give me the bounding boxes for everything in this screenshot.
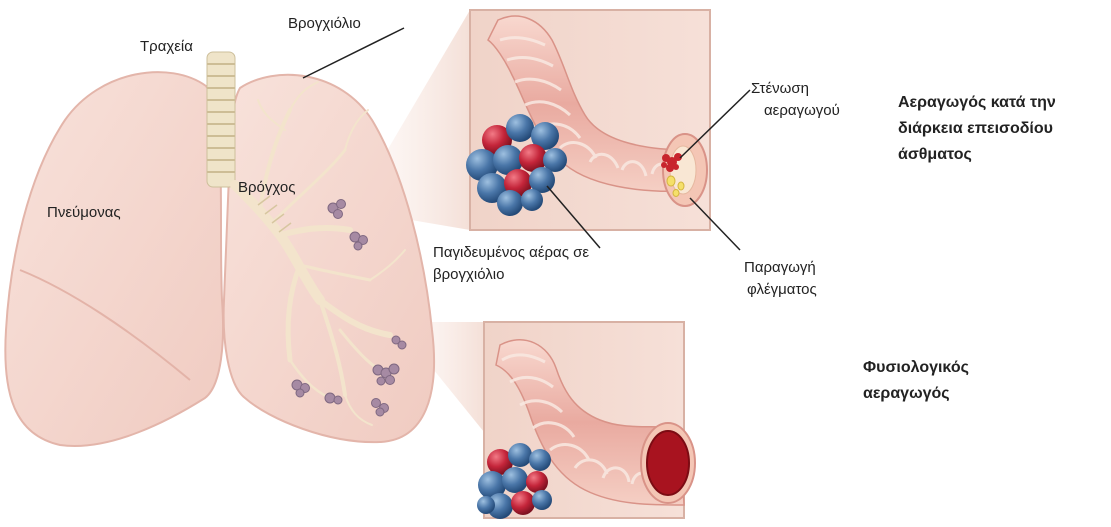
normal-airway-inset: [477, 322, 695, 519]
trapped-air-label-2: βρογχιόλιο: [433, 265, 504, 285]
asthma-title-2: διάρκεια επεισοδίου: [898, 118, 1053, 140]
left-lung: [5, 72, 223, 446]
normal-title-2: αεραγωγός: [863, 383, 950, 405]
narrowing-label-2: αεραγωγού: [764, 101, 840, 121]
bronchus-label: Βρόγχος: [238, 178, 295, 198]
trachea-label: Τραχεία: [140, 37, 193, 57]
bronchiole-label: Βρογχιόλιο: [288, 14, 361, 34]
mucus-label-2: φλέγματος: [747, 280, 817, 300]
lung-label: Πνεύμονας: [47, 203, 121, 223]
narrowing-label-1: Στένωση: [751, 79, 809, 99]
asthma-airway-inset: [466, 10, 710, 230]
trapped-air-label-1: Παγιδευμένος αέρας σε: [433, 243, 589, 263]
asthma-title-1: Αεραγωγός κατά την: [898, 92, 1056, 114]
normal-lumen: [647, 431, 689, 495]
trachea: [207, 52, 235, 187]
normal-title-1: Φυσιολογικός: [863, 357, 969, 379]
asthma-title-3: άσθματος: [898, 144, 972, 166]
mucus-label-1: Παραγωγή: [744, 258, 816, 278]
